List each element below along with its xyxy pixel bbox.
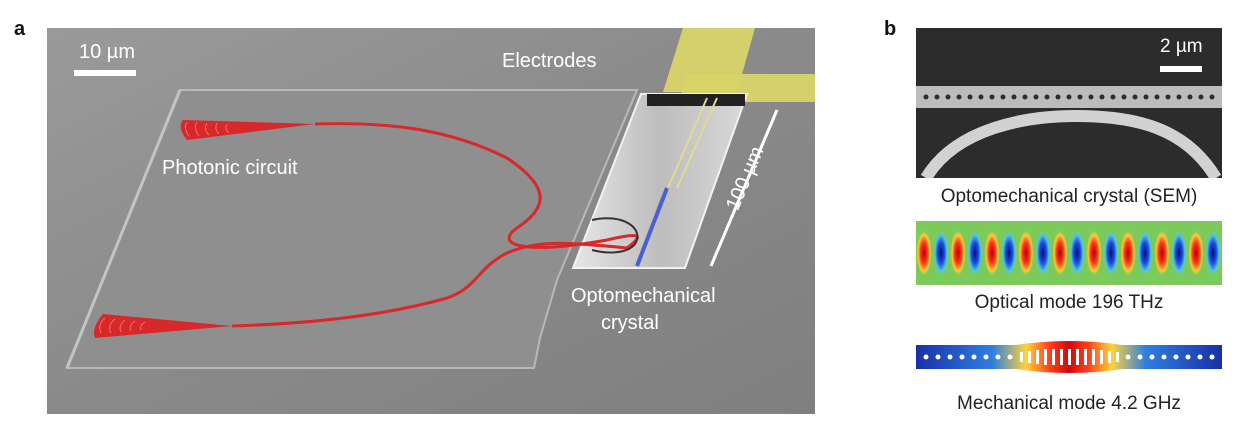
- scale-label-a: 10 µm: [79, 41, 135, 63]
- electrode-wire-right: [676, 97, 718, 189]
- grating-coupler-bottom: [94, 314, 232, 338]
- waveguide-lower: [231, 241, 628, 328]
- waveguide-upper: [314, 122, 639, 250]
- scale-bar-b: [1160, 66, 1202, 72]
- ring-resonator: [920, 109, 1222, 178]
- grating-coupler-top: [180, 120, 315, 140]
- scale-bar-a: [74, 70, 136, 76]
- mechanical-mode-image: [916, 341, 1222, 373]
- crystal-label-line2: crystal: [601, 312, 659, 334]
- optical-mode-caption: Optical mode 196 THz: [974, 292, 1164, 313]
- electrodes-label: Electrodes: [502, 50, 597, 72]
- panel-a-letter: a: [14, 18, 26, 40]
- panel-b-letter: b: [884, 18, 897, 40]
- length-scale-line: [709, 109, 779, 267]
- crystal-nanobeam: [635, 187, 669, 267]
- waveguide-loop: [591, 217, 639, 254]
- crystal-label-line1: Optomechanical: [571, 285, 716, 307]
- slab-edge-highlight: [65, 89, 182, 369]
- sem-caption: Optomechanical crystal (SEM): [940, 186, 1198, 207]
- nanobeam-holes: [923, 94, 1215, 100]
- photonic-circuit-label: Photonic circuit: [162, 157, 298, 179]
- panel-b-sem-image: [916, 28, 1222, 178]
- optical-mode-image: [916, 221, 1222, 285]
- scale-label-b: 2 µm: [1160, 36, 1203, 57]
- mechanical-mode-caption: Mechanical mode 4.2 GHz: [957, 393, 1181, 414]
- trench-dark-band: [647, 94, 745, 106]
- panel-a-micrograph: [47, 28, 815, 414]
- mechanical-beam-holes: [923, 349, 1215, 365]
- optical-mode-lobes: [916, 229, 1221, 277]
